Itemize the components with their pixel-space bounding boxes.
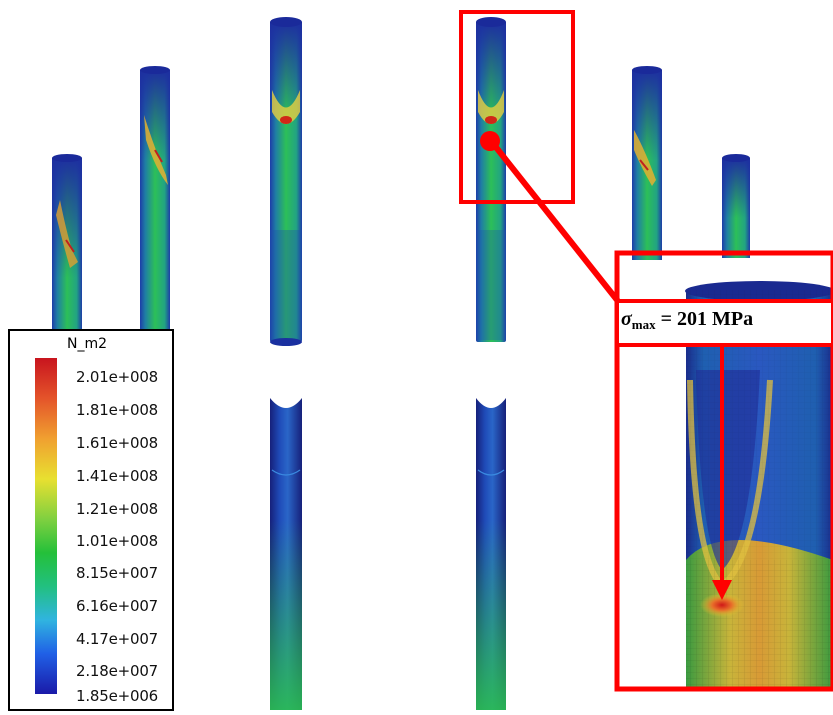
zoom-frame (614, 250, 833, 692)
legend-value-9: 2.18e+007 (76, 662, 159, 680)
pipe-upper-5 (632, 66, 662, 260)
pipe-upper-3 (270, 17, 302, 346)
legend-value-2: 1.61e+008 (76, 434, 159, 452)
legend-value-7: 6.16e+007 (76, 597, 159, 615)
legend-value-8: 4.17e+007 (76, 630, 159, 648)
stress-legend: N_m2 2.01e+008 1.81e+008 1.61e+008 1.41e… (8, 329, 174, 711)
legend-value-5: 1.01e+008 (76, 532, 159, 550)
sigma-symbol: σ (621, 308, 632, 330)
arrowhead (712, 580, 732, 600)
legend-color-bar (35, 358, 57, 694)
max-subscript: max (631, 317, 656, 332)
legend-value-4: 1.21e+008 (76, 500, 159, 518)
legend-value-1: 1.81e+008 (76, 401, 159, 419)
pipe-lower-2 (476, 398, 506, 710)
legend-value-0: 2.01e+008 (76, 368, 159, 386)
legend-value-10: 1.85e+006 (76, 687, 159, 705)
callout-line (492, 144, 624, 307)
pipe-upper-6 (722, 154, 750, 258)
legend-unit-label: N_m2 (67, 336, 108, 352)
legend-value-3: 1.41e+008 (76, 467, 159, 485)
max-stress-value: = 201 MPa (655, 308, 754, 330)
stress-label-box (615, 299, 833, 347)
max-stress-hotspot (700, 593, 744, 617)
max-stress-label: σmax = 201 MPa (621, 308, 753, 333)
pipe-upper-1 (52, 154, 82, 348)
highlight-box (459, 10, 575, 204)
pipe-upper-2 (140, 66, 170, 350)
pipe-upper-4 (476, 17, 506, 342)
pipe-lower-1 (270, 398, 302, 710)
legend-value-6: 8.15e+007 (76, 564, 159, 582)
